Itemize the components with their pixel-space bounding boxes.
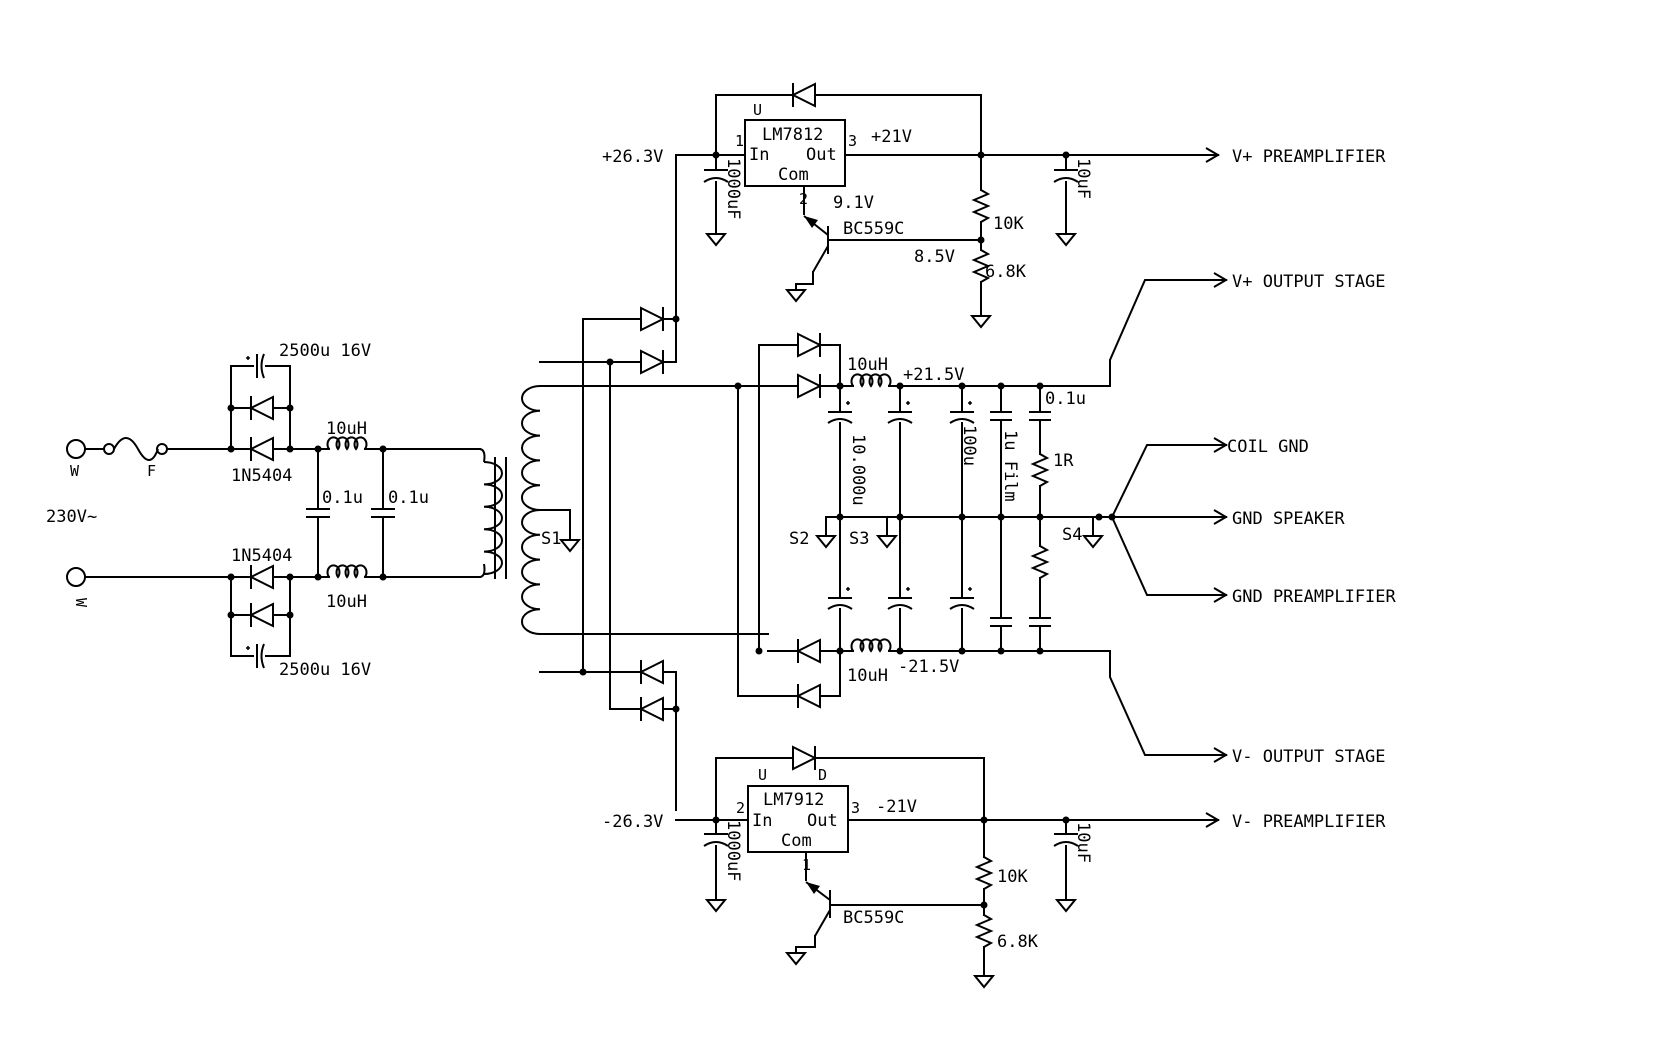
pin-out-number: 3 <box>848 132 857 150</box>
c-in-label: 1000uF <box>723 158 743 219</box>
reg-neg-in-voltage: -26.3V <box>602 812 663 832</box>
fuse-label: F <box>147 462 156 480</box>
reg-neg-out-voltage: -21V <box>876 797 917 817</box>
reg-pos-in-voltage: +26.3V <box>602 147 663 167</box>
r1-label: 1R <box>1053 451 1074 471</box>
com-voltage-label: 9.1V <box>833 193 874 213</box>
mains-voltage-label: 230V~ <box>46 507 97 527</box>
mains-bridge-bottom: 2500u 16V 1N5404 <box>227 546 371 680</box>
transistor-label: BC559C <box>843 219 904 239</box>
ind-bot-label: 10uH <box>326 592 367 612</box>
pin-com-label: Com <box>781 831 812 851</box>
c-out-label: 10uF <box>1073 822 1093 863</box>
output-label: GND SPEAKER <box>1232 509 1345 529</box>
positive-regulator: +26.3V LM7812 In Out Com 1 3 2 U V+ PREA… <box>602 82 1386 328</box>
diode-top-label: 1N5404 <box>231 466 292 486</box>
transistor-label: BC559C <box>843 908 904 928</box>
pin-in-label: In <box>752 811 772 831</box>
ground-s2-label: S2 <box>789 529 809 549</box>
rail-ind-bot-label: 10uH <box>847 666 888 686</box>
output-label: V+ OUTPUT STAGE <box>1232 272 1386 292</box>
pin-com-label: Com <box>778 165 809 185</box>
pin-in-label: In <box>749 145 769 165</box>
negative-regulator: -26.3V LM7912 In Out Com 2 3 1 U D V- PR… <box>602 745 1386 988</box>
terminal-label: W <box>72 598 90 608</box>
regulator-rectifiers <box>579 154 680 811</box>
rail-section: 10uH 10uH +21.5V -21.5V 1R 0.1u 10.000u … <box>789 355 1116 686</box>
output-label: COIL GND <box>1227 437 1309 457</box>
cap-bot-label: 2500u 16V <box>279 660 371 680</box>
ind-top-label: 10uH <box>326 419 367 439</box>
c-out-label: 10uF <box>1073 158 1093 199</box>
pin-out-label: Out <box>806 145 837 165</box>
rail-v-neg-label: -21.5V <box>898 657 959 677</box>
output-label: V- OUTPUT STAGE <box>1232 747 1386 767</box>
lm7812-chip <box>744 119 846 187</box>
terminal-label: W <box>70 462 80 480</box>
mains-filter: 10uH 10uH 0.1u 0.1u <box>306 419 481 612</box>
ground-s4-label: S4 <box>1062 525 1082 545</box>
rail-v-pos-label: +21.5V <box>903 365 964 385</box>
ground-s3-label: S3 <box>849 529 869 549</box>
output-wiring <box>1109 272 1227 763</box>
chip-name: LM7812 <box>762 125 823 145</box>
cap2-label: 0.1u <box>388 488 429 508</box>
r-top-label: 10K <box>997 867 1028 887</box>
output-label: GND PREAMPLIFIER <box>1232 587 1397 607</box>
reg-pos-out-voltage: +21V <box>871 127 912 147</box>
rail-ind-top-label: 10uH <box>847 355 888 375</box>
chip-name: LM7912 <box>763 790 824 810</box>
pin-out-label: Out <box>807 811 838 831</box>
r-bot-label: 6.8K <box>997 932 1039 952</box>
c100-label: 100u <box>959 425 979 466</box>
r-top-label: 10K <box>993 214 1024 234</box>
reg-tag-d: D <box>818 766 827 784</box>
output-labels: V+ OUTPUT STAGE COIL GND GND SPEAKER GND… <box>1227 272 1397 767</box>
c-main-label: 10.000u <box>848 434 868 506</box>
c01-label: 0.1u <box>1045 389 1086 409</box>
c-in-label: 1000uF <box>723 820 743 881</box>
reg-tag-u: U <box>758 766 767 784</box>
transformer: S1 <box>479 361 769 673</box>
pin-in-number: 2 <box>736 799 745 817</box>
cap-top-label: 2500u 16V <box>279 341 371 361</box>
mains-input: W W 230V~ F <box>46 437 232 608</box>
pin-out-number: 3 <box>851 799 860 817</box>
r-bot-label: 6.8K <box>985 262 1027 282</box>
c-film-label: 1u Film <box>1000 430 1020 502</box>
diode-bot-label: 1N5404 <box>231 546 292 566</box>
reg-tag: U <box>753 101 762 119</box>
mains-bridge-top: 2500u 16V 1N5404 <box>227 341 371 486</box>
output-label: V- PREAMPLIFIER <box>1232 812 1386 832</box>
ground-s1-label: S1 <box>541 529 561 549</box>
cap1-label: 0.1u <box>322 488 363 508</box>
base-voltage-label: 8.5V <box>914 247 955 267</box>
main-bridge <box>734 332 844 709</box>
lm7912-chip <box>747 785 849 853</box>
output-label: V+ PREAMPLIFIER <box>1232 147 1386 167</box>
pin-in-number: 1 <box>735 132 744 150</box>
